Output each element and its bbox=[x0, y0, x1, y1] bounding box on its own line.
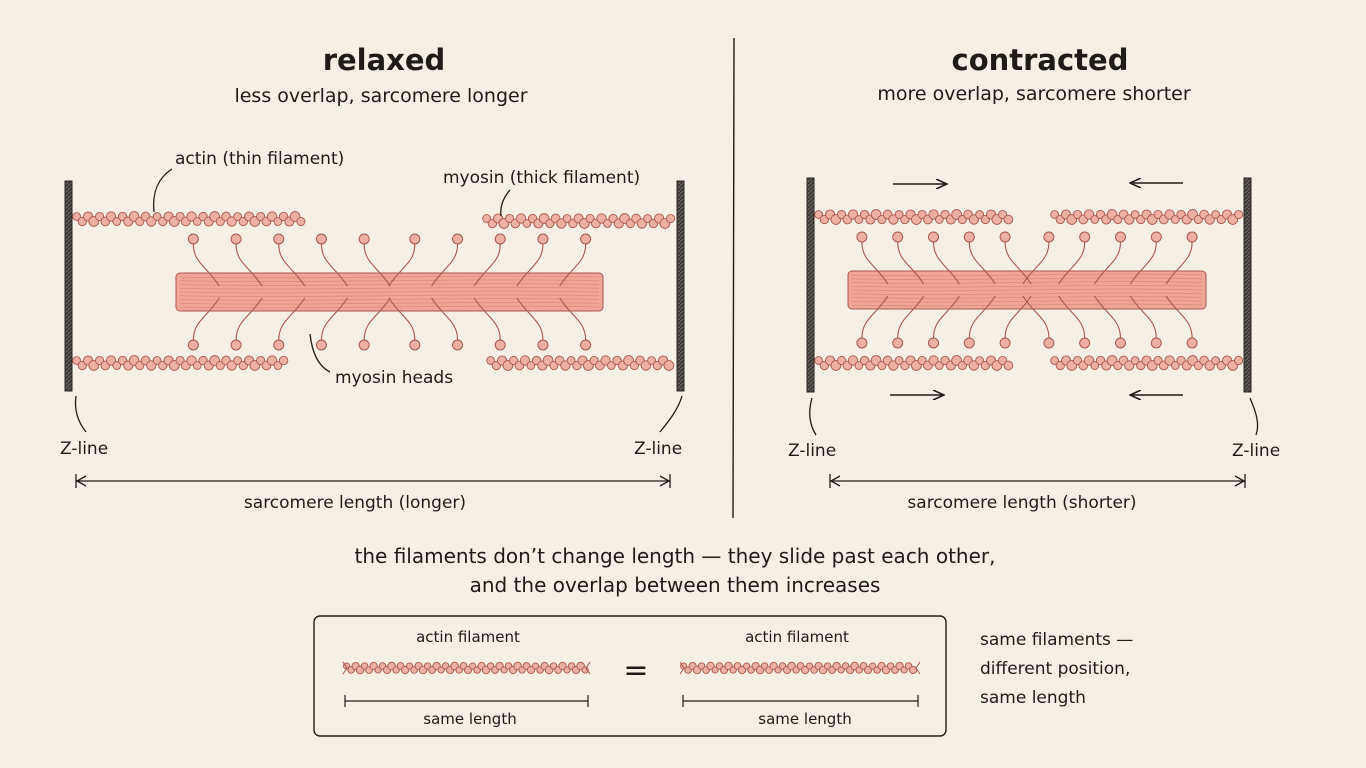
comparison-right-actin bbox=[679, 661, 921, 675]
relaxed-title: relaxed bbox=[323, 43, 446, 77]
relaxed-heads-label: myosin heads bbox=[335, 368, 453, 388]
relaxed-actin-bottom-left bbox=[72, 355, 289, 371]
zline-right-leader bbox=[659, 395, 683, 433]
contracted-actin-top-right bbox=[1050, 209, 1244, 225]
contracted-length-arrow-left bbox=[829, 475, 841, 487]
comparison-left-length-label: same length bbox=[423, 710, 516, 728]
contracted-length-arrow-right bbox=[1234, 475, 1246, 487]
heads-leader-line bbox=[309, 333, 331, 373]
contracted-zline-left-label: Z-line bbox=[788, 441, 836, 461]
comparison-right-title: actin filament bbox=[745, 628, 849, 646]
comparison-left-actin bbox=[342, 661, 591, 675]
relaxed-actin-top-right bbox=[482, 213, 676, 229]
relaxed-length-label: sarcomere length (longer) bbox=[244, 493, 466, 513]
comparison-left-title: actin filament bbox=[416, 628, 520, 646]
relaxed-zline-right-label: Z-line bbox=[634, 439, 682, 459]
relaxed-length-arrow-left bbox=[75, 475, 87, 487]
relaxed-length-arrow-right bbox=[659, 475, 671, 487]
relaxed-actin-label: actin (thin filament) bbox=[175, 149, 344, 169]
contracted-zline-right-label: Z-line bbox=[1232, 441, 1280, 461]
relaxed-panel: relaxed less overlap, sarcomere longer a… bbox=[60, 43, 685, 513]
contracted-title: contracted bbox=[952, 43, 1129, 77]
contracted-subtitle: more overlap, sarcomere shorter bbox=[877, 83, 1191, 105]
relaxed-actin-top-left bbox=[72, 211, 306, 227]
contracted-actin-bottom-left bbox=[814, 355, 1014, 371]
contracted-actin-top-left bbox=[814, 209, 1014, 225]
relaxed-zline-right bbox=[676, 180, 685, 392]
relaxed-zline-left-label: Z-line bbox=[60, 439, 108, 459]
comparison-right-length-label: same length bbox=[758, 710, 851, 728]
note-line-2: different position, bbox=[980, 659, 1130, 679]
equals-sign: = bbox=[623, 653, 648, 688]
zline-left-leader bbox=[809, 397, 817, 436]
myosin-leader-line bbox=[500, 189, 511, 217]
caption-line-2: and the overlap between them increases bbox=[470, 573, 881, 597]
zline-left-leader bbox=[74, 395, 87, 433]
note-line-1: same filaments — bbox=[980, 630, 1133, 650]
contracted-zline-left bbox=[806, 177, 815, 393]
contracted-actin-bottom-right bbox=[1050, 355, 1244, 371]
comparison-frame bbox=[313, 615, 947, 737]
contracted-myosin-filament bbox=[847, 231, 1207, 349]
relaxed-subtitle: less overlap, sarcomere longer bbox=[234, 85, 527, 107]
contracted-length-label: sarcomere length (shorter) bbox=[907, 493, 1136, 513]
contracted-zline-right bbox=[1243, 177, 1252, 393]
panel-divider bbox=[732, 37, 735, 519]
caption-line-1: the filaments don’t change length — they… bbox=[355, 544, 996, 568]
relaxed-myosin-filament bbox=[175, 233, 604, 351]
zline-right-leader bbox=[1249, 397, 1259, 436]
note-line-3: same length bbox=[980, 688, 1086, 708]
actin-leader-line bbox=[152, 168, 173, 213]
relaxed-myosin-label: myosin (thick filament) bbox=[443, 168, 640, 188]
relaxed-zline-left bbox=[64, 180, 73, 392]
relaxed-actin-bottom-right bbox=[486, 355, 675, 371]
contracted-panel: contracted more overlap, sarcomere short… bbox=[788, 43, 1280, 513]
comparison-box: actin filament actin filament = same len… bbox=[313, 615, 947, 737]
